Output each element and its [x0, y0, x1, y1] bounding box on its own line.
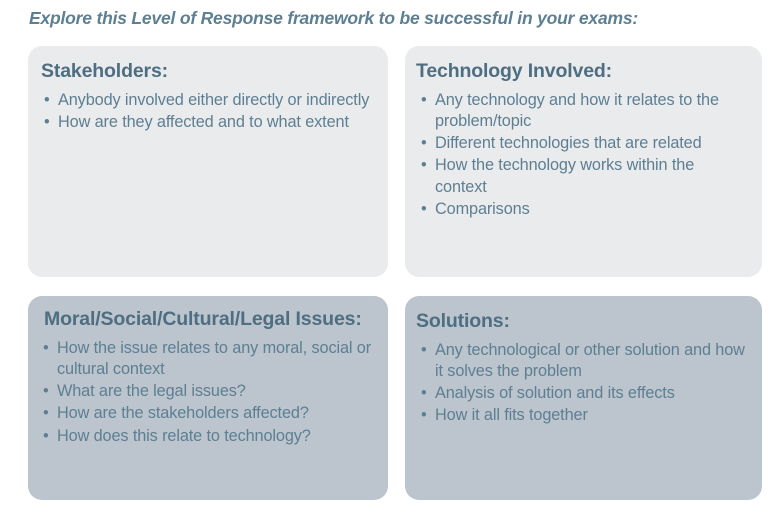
list-item-text: Analysis of solution and its effects [435, 384, 675, 403]
list-item-text: Any technology and how it relates to the… [435, 90, 719, 131]
list-item: • How the issue relates to any moral, so… [39, 338, 374, 380]
list-item: • How are they affected and to what exte… [41, 112, 374, 133]
card-content: Solutions: • Any technological or other … [405, 296, 762, 438]
bullet-icon: • [421, 340, 427, 359]
card-title-solutions: Solutions: [416, 310, 510, 332]
bullet-list-stakeholders: • Anybody involved either directly or in… [41, 90, 374, 133]
bullet-icon: • [421, 384, 427, 403]
card-technology-involved: Technology Involved: • Any technology an… [405, 46, 762, 277]
list-item-text: Any technological or other solution and … [435, 340, 745, 381]
list-item-text: Anybody involved either directly or indi… [58, 90, 370, 109]
bullet-icon: • [421, 134, 427, 153]
list-item-text: How are the stakeholders affected? [57, 404, 309, 423]
card-title-stakeholders: Stakeholders: [41, 60, 169, 82]
card-content: Technology Involved: • Any technology an… [405, 46, 762, 231]
list-item: • Different technologies that are relate… [416, 133, 748, 154]
list-item-text: How the technology works within the cont… [435, 156, 695, 196]
list-item: • Any technological or other solution an… [416, 340, 748, 382]
bullet-icon: • [421, 90, 427, 109]
card-title-moral-social-cultural-legal-issues: Moral/Social/Cultural/Legal Issues: [44, 308, 362, 330]
bullet-icon: • [421, 406, 427, 425]
list-item-text: Different technologies that are related [435, 134, 702, 153]
bullet-icon: • [43, 404, 49, 423]
list-item: • Any technology and how it relates to t… [416, 90, 748, 132]
card-solutions: Solutions: • Any technological or other … [405, 296, 762, 500]
bullet-list-moral-social-cultural-legal-issues: • How the issue relates to any moral, so… [39, 338, 374, 447]
bullet-list-solutions: • Any technological or other solution an… [416, 340, 748, 427]
bullet-icon: • [44, 113, 50, 132]
card-title-technology-involved: Technology Involved: [416, 60, 612, 82]
list-item-text: How it all fits together [435, 406, 588, 425]
bullet-icon: • [43, 338, 49, 357]
bullet-icon: • [43, 426, 49, 445]
list-item: • What are the legal issues? [39, 381, 374, 402]
list-item: • How does this relate to technology? [39, 426, 374, 447]
bullet-icon: • [44, 90, 50, 109]
bullet-icon: • [421, 199, 427, 218]
list-item-text: What are the legal issues? [57, 382, 246, 401]
list-item: • Analysis of solution and its effects [416, 383, 748, 404]
list-item-text: How the issue relates to any moral, soci… [57, 338, 372, 379]
list-item: • Anybody involved either directly or in… [41, 90, 374, 111]
card-moral-social-cultural-legal-issues: Moral/Social/Cultural/Legal Issues: • Ho… [28, 296, 388, 500]
list-item-text: How are they affected and to what extent [58, 113, 349, 132]
bullet-icon: • [43, 382, 49, 401]
card-stakeholders: Stakeholders: • Anybody involved either … [28, 46, 388, 277]
card-content: Moral/Social/Cultural/Legal Issues: • Ho… [28, 296, 388, 458]
bullet-list-technology-involved: • Any technology and how it relates to t… [416, 90, 748, 220]
card-content: Stakeholders: • Anybody involved either … [28, 46, 388, 144]
bullet-icon: • [421, 156, 427, 175]
list-item: • How it all fits together [416, 405, 748, 426]
list-item-text: Comparisons [435, 199, 530, 218]
list-item: • How are the stakeholders affected? [39, 403, 374, 424]
list-item-text: How does this relate to technology? [57, 426, 311, 445]
page-title: Explore this Level of Response framework… [29, 8, 638, 28]
list-item: • Comparisons [416, 199, 748, 220]
list-item: • How the technology works within the co… [416, 155, 748, 197]
